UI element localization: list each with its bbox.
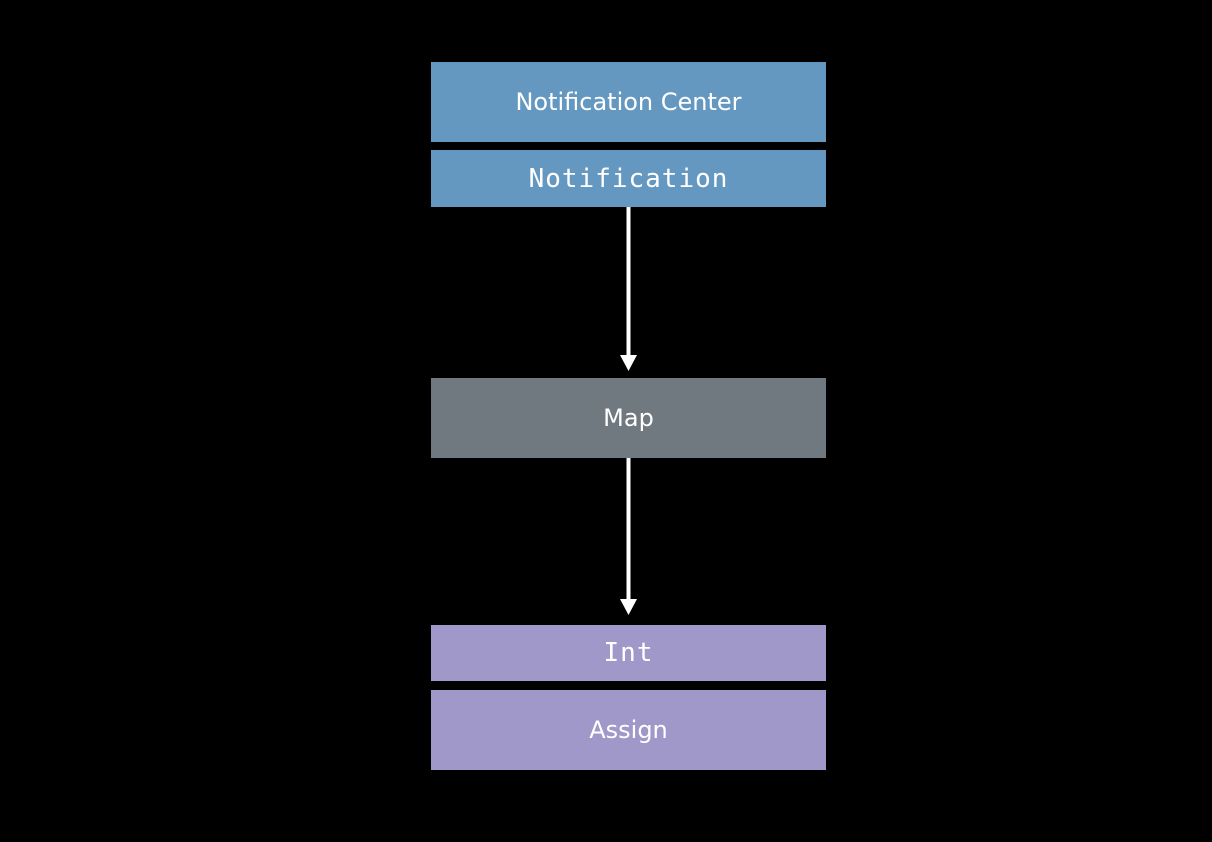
assign-subscriber-box: Assign <box>431 690 826 770</box>
notification-type-label: Notification <box>528 163 729 194</box>
arrow-head-bottom <box>620 599 637 615</box>
arrow-head-top <box>620 355 637 371</box>
int-type-box: Int <box>431 625 826 681</box>
assign-subscriber-label: Assign <box>589 716 668 744</box>
map-operator-label: Map <box>603 404 654 432</box>
arrow-map-to-int <box>620 458 637 615</box>
arrow-notification-to-map <box>620 207 637 371</box>
int-type-label: Int <box>603 638 654 668</box>
notification-center-label: Notification Center <box>515 88 742 116</box>
map-operator-box: Map <box>431 378 826 458</box>
notification-type-box: Notification <box>431 150 826 207</box>
notification-center-box: Notification Center <box>431 62 826 142</box>
